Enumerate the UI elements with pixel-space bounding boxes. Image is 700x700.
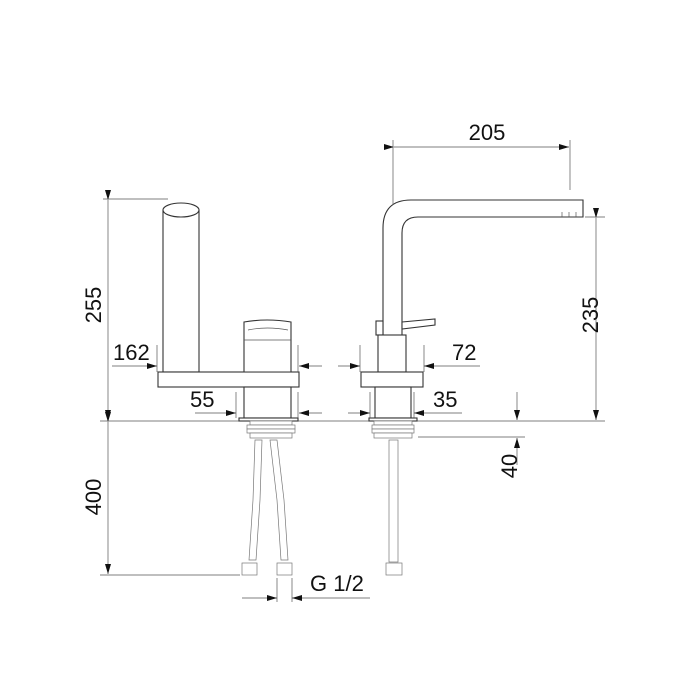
- right-thread: [368, 417, 418, 439]
- left-spout-cylinder: [162, 202, 200, 373]
- dim-35: 35: [433, 387, 457, 412]
- right-base-plate: [360, 371, 424, 388]
- right-lever: [401, 318, 436, 330]
- left-lower-body: [243, 386, 292, 419]
- right-aerator-marks: [561, 212, 577, 217]
- dim-400: 400: [81, 479, 106, 516]
- dim-g12: G 1/2: [310, 571, 364, 596]
- dim-255: 255: [81, 287, 106, 324]
- left-hoses: [241, 439, 293, 576]
- dim-55: 55: [190, 387, 214, 412]
- dim-235: 235: [578, 297, 603, 334]
- right-hose: [385, 439, 403, 576]
- left-thread: [238, 417, 299, 439]
- right-lever-stub: [375, 320, 384, 336]
- right-lower-body: [374, 386, 412, 419]
- dim-162: 162: [113, 340, 150, 365]
- right-spout: [382, 199, 584, 336]
- dim-205: 205: [469, 120, 506, 145]
- dim-40: 40: [497, 454, 522, 478]
- dim-72: 72: [452, 340, 476, 365]
- left-base-plate: [157, 371, 300, 388]
- right-body: [377, 334, 407, 373]
- left-handle-body: [243, 319, 292, 373]
